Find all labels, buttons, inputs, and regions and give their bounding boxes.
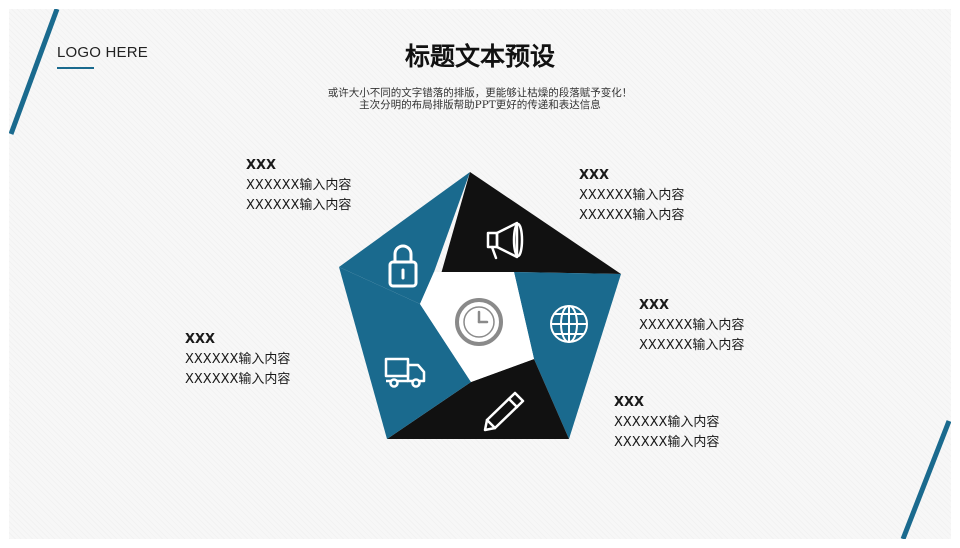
subtitle-line-2: 主次分明的布局排版帮助PPT更好的传递和表达信息 (359, 99, 601, 111)
label-line: XXXXXX输入内容 (246, 198, 352, 213)
pencil-icon (483, 391, 525, 432)
label-pencil: XXX XXXXXX输入内容 XXXXXX输入内容 (614, 393, 719, 453)
label-title: XXX (185, 332, 216, 347)
label-line: XXXXXX输入内容 (579, 208, 685, 223)
segment-globe (514, 272, 621, 439)
megaphone-icon (486, 221, 524, 260)
label-line: XXXXXX输入内容 (579, 188, 685, 203)
label-line: XXXXXX输入内容 (185, 352, 291, 367)
segment-pencil (387, 359, 569, 439)
label-lock: XXX XXXXXX输入内容 XXXXXX输入内容 (246, 156, 351, 216)
label-line: XXXXXX输入内容 (639, 338, 745, 353)
segment-truck (339, 267, 471, 439)
label-title: XXX (579, 168, 610, 183)
label-line: XXXXXX输入内容 (614, 435, 720, 450)
top-left-accent-line (9, 9, 60, 135)
label-globe: XXX XXXXXX输入内容 XXXXXX输入内容 (639, 296, 744, 356)
globe-icon (550, 305, 588, 343)
slide: LOGO HERE 标题文本预设 或许大小不同的文字错落的排版，更能够让枯燥的段… (9, 9, 951, 539)
truck-icon (384, 357, 426, 388)
label-title: XXX (614, 395, 645, 410)
segment-lock (339, 172, 470, 304)
logo-underline (57, 67, 94, 69)
segment-megaphone (441, 172, 621, 274)
label-title: XXX (639, 298, 670, 313)
label-title: XXX (246, 158, 277, 173)
lock-icon (388, 244, 418, 288)
logo-text: LOGO HERE (57, 44, 148, 61)
pentagon-diagram (339, 172, 621, 439)
label-line: XXXXXX输入内容 (639, 318, 745, 333)
bottom-right-accent-line (900, 420, 951, 539)
page-title: 标题文本预设 (404, 42, 555, 71)
label-truck: XXX XXXXXX输入内容 XXXXXX输入内容 (185, 330, 290, 390)
subtitle-line-1: 或许大小不同的文字错落的排版，更能够让枯燥的段落赋予变化！ (327, 87, 633, 99)
label-megaphone: XXX XXXXXX输入内容 XXXXXX输入内容 (579, 166, 684, 226)
label-line: XXXXXX输入内容 (185, 372, 291, 387)
clock-icon (455, 298, 503, 346)
label-line: XXXXXX输入内容 (614, 415, 720, 430)
label-line: XXXXXX输入内容 (246, 178, 352, 193)
